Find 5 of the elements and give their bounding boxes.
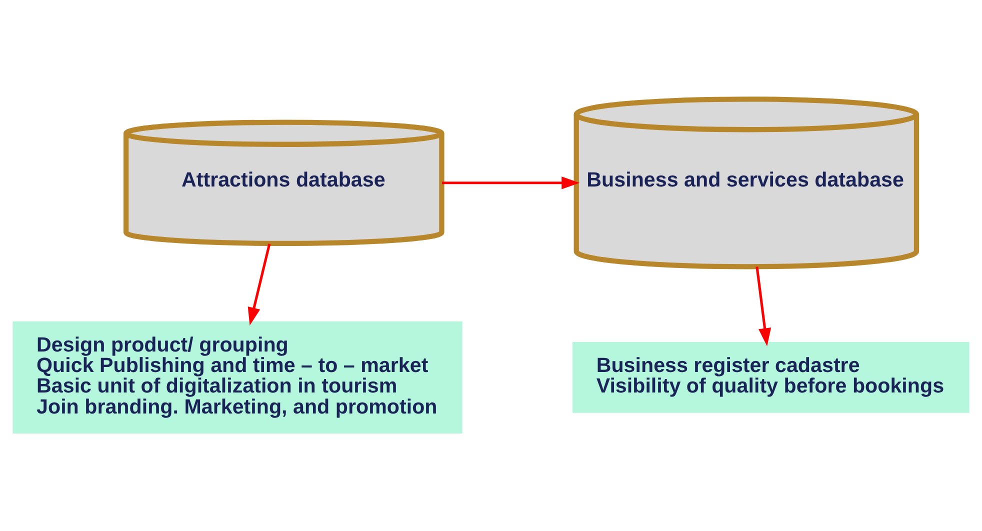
node-box: Business register cadastre Visibility of quality before bookings — [572, 342, 970, 412]
arrow — [756, 266, 772, 346]
arrow — [248, 243, 271, 325]
node-box: Design product/ grouping Quick Publishing and time – to – market Basic unit of digitalization in tourism Join branding. Marketing, and promotion — [12, 320, 462, 433]
arrow — [442, 176, 580, 189]
